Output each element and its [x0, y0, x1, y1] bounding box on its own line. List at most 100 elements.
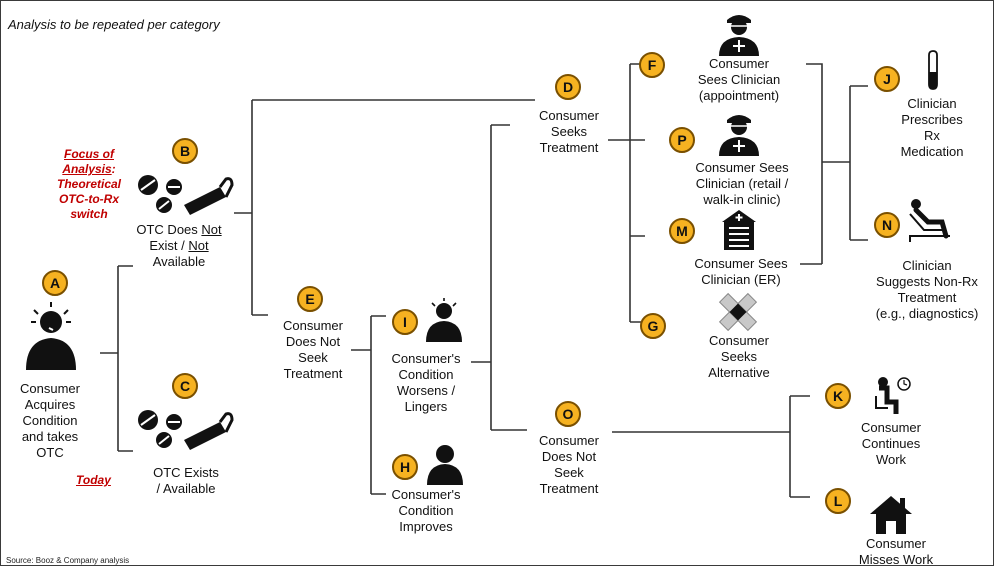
node-i-line-2: Condition	[398, 367, 454, 382]
node-j-line-2: Prescribes	[901, 112, 963, 127]
node-m-label: Consumer Sees Clinician (ER)	[682, 256, 800, 288]
house-icon	[870, 496, 912, 534]
node-k-label: Consumer Continues Work	[846, 420, 936, 468]
bracket-fpm	[800, 63, 868, 265]
node-m-line-2: Clinician (ER)	[701, 272, 781, 287]
source-note: Source: Booz & Company analysis	[6, 556, 130, 565]
doctor-icon	[719, 15, 759, 56]
seated-worker-icon	[875, 377, 911, 414]
node-o-line-3: Seek	[554, 465, 584, 480]
badge-k: K	[825, 383, 851, 409]
node-l-line-1: Consumer	[866, 536, 926, 551]
patient-chair-icon	[909, 199, 950, 242]
person-icon	[427, 445, 463, 485]
badge-d: D	[555, 74, 581, 100]
focus-line-4: OTC-to-Rx	[59, 192, 119, 206]
node-n-line-4: (e.g., diagnostics)	[875, 306, 979, 321]
sick-person-icon	[26, 302, 76, 370]
thermometer-icon	[928, 50, 938, 90]
node-j-line-3: Rx	[924, 128, 940, 143]
node-d-label: Consumer Seeks Treatment	[524, 108, 614, 156]
badge-e: E	[297, 286, 323, 312]
header-note: Analysis to be repeated per category	[8, 17, 220, 32]
node-h-line-3: Improves	[399, 519, 453, 534]
badge-n: N	[874, 212, 900, 238]
node-f-line-2: Sees Clinician	[697, 72, 781, 87]
bracket-d	[608, 63, 645, 323]
badge-c: C	[172, 373, 198, 399]
node-a-line-3: Condition	[22, 413, 78, 428]
node-f-line-3: (appointment)	[698, 88, 780, 103]
node-b-line-3: Available	[152, 254, 206, 269]
node-o-line-1: Consumer	[539, 433, 599, 448]
node-b-line-1: OTC Does Not	[124, 222, 234, 238]
node-k-line-1: Consumer	[861, 420, 921, 435]
node-e-line-3: Seek	[298, 350, 328, 365]
sick-person-icon	[426, 298, 462, 342]
node-o-line-2: Does Not	[541, 449, 597, 464]
node-e-line-1: Consumer	[283, 318, 343, 333]
node-k-line-2: Continues	[861, 436, 921, 451]
node-b-line-1-text: OTC Does	[136, 222, 202, 237]
hospital-icon	[722, 210, 756, 250]
node-n-line-3: Treatment	[897, 290, 957, 305]
node-n-line-2: Suggests Non-Rx	[876, 274, 978, 289]
node-i-line-4: Lingers	[404, 399, 448, 414]
node-a-line-1: Consumer	[20, 381, 80, 396]
node-c-line-1: OTC Exists	[153, 465, 219, 480]
node-g-line-1: Consumer	[709, 333, 769, 348]
node-d-line-3: Treatment	[539, 140, 599, 155]
node-a-line-4: and takes	[21, 429, 79, 444]
bracket-e	[351, 315, 386, 495]
node-b-line-2: Exist / Not	[124, 238, 234, 254]
focus-line-2-text: Analysis	[62, 162, 112, 176]
node-g-line-3: Alternative	[708, 365, 770, 380]
node-i-line-1: Consumer's	[391, 351, 461, 366]
focus-line-3: Theoretical	[56, 177, 122, 191]
bracket-b	[234, 99, 535, 316]
node-i-line-3: Worsens /	[396, 383, 456, 398]
focus-line-2: Analysis:	[44, 162, 134, 177]
today-label: Today	[76, 473, 111, 487]
node-b-line-2-text: Exist /	[149, 238, 189, 253]
node-a-line-2: Acquires	[24, 397, 76, 412]
node-c-line-2: / Available	[156, 481, 216, 496]
node-e-line-2: Does Not	[285, 334, 341, 349]
pills-tube-icon	[138, 175, 234, 215]
node-g-label: Consumer Seeks Alternative	[694, 333, 784, 381]
node-k-line-3: Work	[875, 452, 907, 467]
node-n-line-1: Clinician	[902, 258, 952, 273]
node-c-label: OTC Exists / Available	[136, 465, 236, 497]
node-b-label: OTC Does Not Exist / Not Available	[124, 222, 234, 270]
node-i-label: Consumer's Condition Worsens / Lingers	[381, 351, 471, 415]
node-j-label: Clinician Prescribes Rx Medication	[880, 96, 984, 160]
badge-a: A	[42, 270, 68, 296]
badge-o: O	[555, 401, 581, 427]
node-m-line-1: Consumer Sees	[694, 256, 788, 271]
node-d-line-2: Seeks	[550, 124, 588, 139]
node-g-line-2: Seeks	[720, 349, 758, 364]
node-p-line-2: Clinician (retail /	[695, 176, 789, 191]
badge-i: I	[392, 309, 418, 335]
badge-g: G	[640, 313, 666, 339]
node-p-line-3: walk-in clinic)	[703, 192, 781, 207]
node-b-not-2: Not	[188, 238, 209, 253]
node-j-line-1: Clinician	[907, 96, 957, 111]
bracket-a	[100, 265, 133, 452]
node-e-line-4: Treatment	[283, 366, 343, 381]
node-a-label: Consumer Acquires Condition and takes OT…	[0, 381, 100, 461]
focus-line-5: switch	[70, 207, 108, 221]
pills-tube-icon	[138, 410, 234, 450]
node-f-line-1: Consumer	[709, 56, 769, 71]
focus-label: Focus of Analysis: Theoretical OTC-to-Rx…	[44, 147, 134, 222]
bracket-i	[471, 124, 527, 431]
node-b-not-1: Not	[201, 222, 222, 237]
node-l-line-2: Misses Work	[858, 552, 934, 567]
node-d-line-1: Consumer	[539, 108, 599, 123]
node-p-label: Consumer Sees Clinician (retail / walk-i…	[680, 160, 804, 208]
node-n-label: Clinician Suggests Non-Rx Treatment (e.g…	[862, 258, 992, 322]
bandage-icon	[718, 292, 758, 332]
badge-f: F	[639, 52, 665, 78]
node-e-label: Consumer Does Not Seek Treatment	[268, 318, 358, 382]
